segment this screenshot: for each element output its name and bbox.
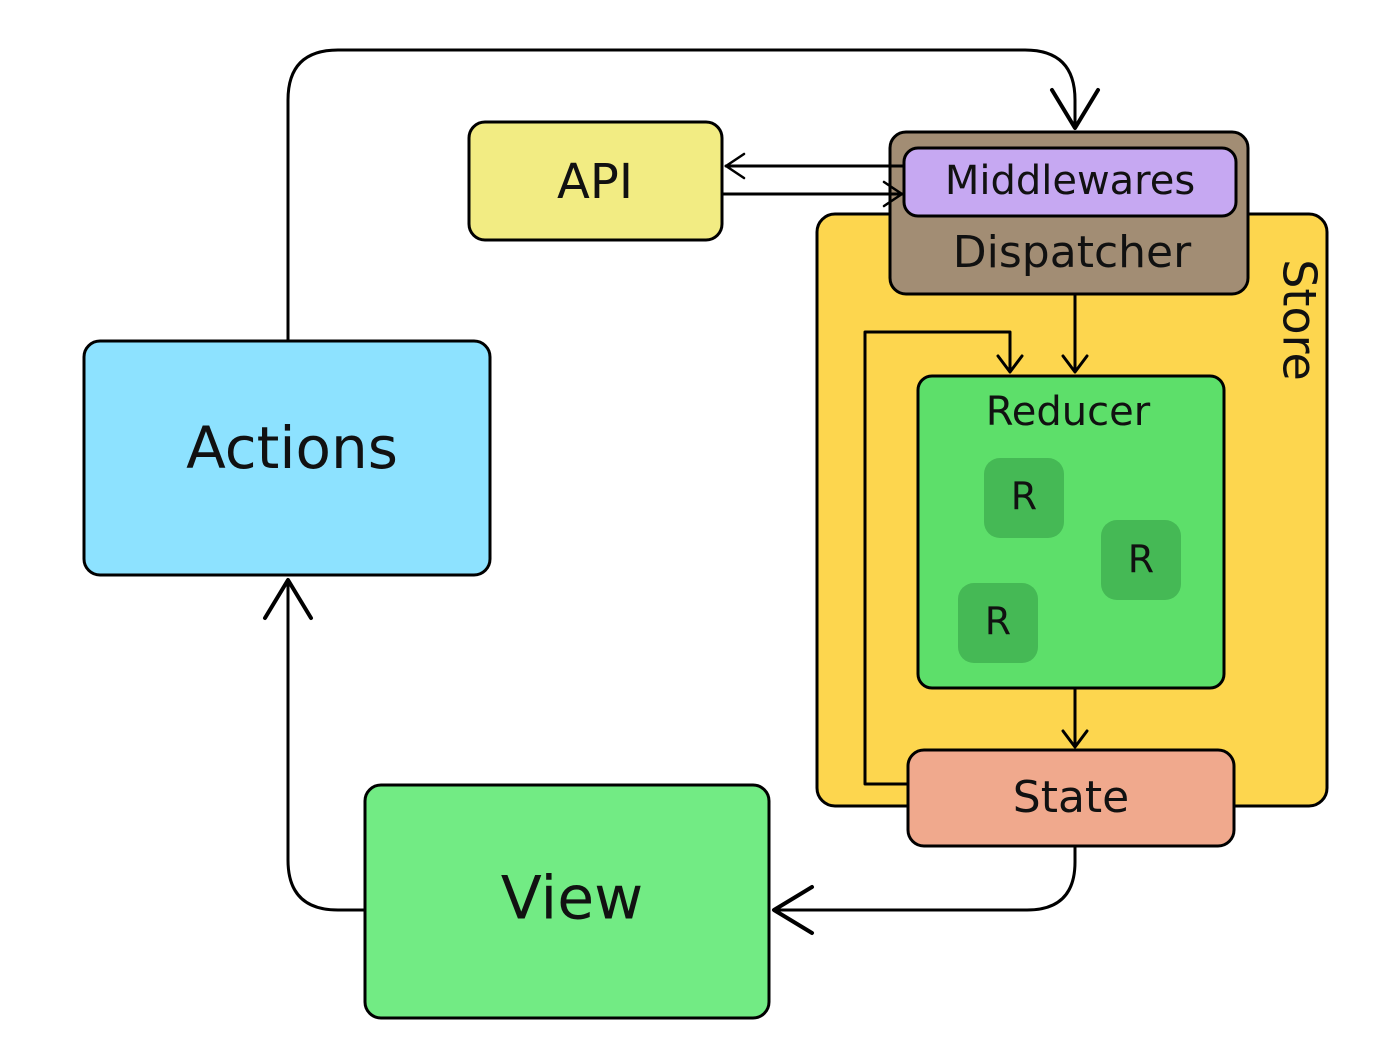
actions-node: Actions xyxy=(82,339,492,577)
sub-reducer: R xyxy=(1101,520,1181,600)
dispatcher-to-reducer-arrowhead xyxy=(1061,354,1089,374)
sub-reducer-label: R xyxy=(1011,475,1037,519)
view-node: View xyxy=(363,783,771,1020)
state-box xyxy=(906,748,1236,848)
view-box xyxy=(363,783,771,1020)
state-to-view-edge xyxy=(772,844,1077,912)
actions-to-dispatcher-edge xyxy=(286,48,1077,343)
view-label: View xyxy=(501,864,643,934)
state-to-reducer-arrowhead xyxy=(996,354,1024,374)
state-to-view-arrowhead xyxy=(772,885,814,935)
actions-label: Actions xyxy=(186,414,398,482)
actions-to-dispatcher-arrowhead xyxy=(1050,88,1100,130)
api-to-middlewares-arrowhead xyxy=(882,180,904,208)
state-node: State xyxy=(906,748,1236,848)
middlewares-to-api-arrowhead xyxy=(724,152,746,180)
sub-reducer: R xyxy=(958,583,1038,663)
sub-reducer-box xyxy=(984,458,1064,538)
sub-reducer-label: R xyxy=(1128,538,1154,582)
sub-reducer-label: R xyxy=(985,600,1011,644)
api-node: API xyxy=(467,120,724,242)
api-box xyxy=(467,120,724,242)
reducer-to-state-arrowhead xyxy=(1061,729,1089,749)
reducer-node: Reducer R R R xyxy=(916,374,1226,690)
view-to-actions-arrowhead xyxy=(263,578,313,620)
sub-reducer-box xyxy=(958,583,1038,663)
api-label: API xyxy=(557,154,633,210)
middlewares-box xyxy=(902,146,1238,218)
middlewares-label: Middlewares xyxy=(945,158,1195,204)
state-to-reducer-edge xyxy=(863,330,1012,786)
middlewares-node: Middlewares xyxy=(902,146,1238,218)
dispatcher-label: Dispatcher xyxy=(953,227,1192,278)
store-label: Store xyxy=(1273,259,1327,381)
state-label: State xyxy=(1013,772,1129,823)
reducer-label: Reducer xyxy=(986,389,1151,435)
view-to-actions-edge xyxy=(286,578,367,912)
sub-reducer: R xyxy=(984,458,1064,538)
sub-reducer-box xyxy=(1101,520,1181,600)
